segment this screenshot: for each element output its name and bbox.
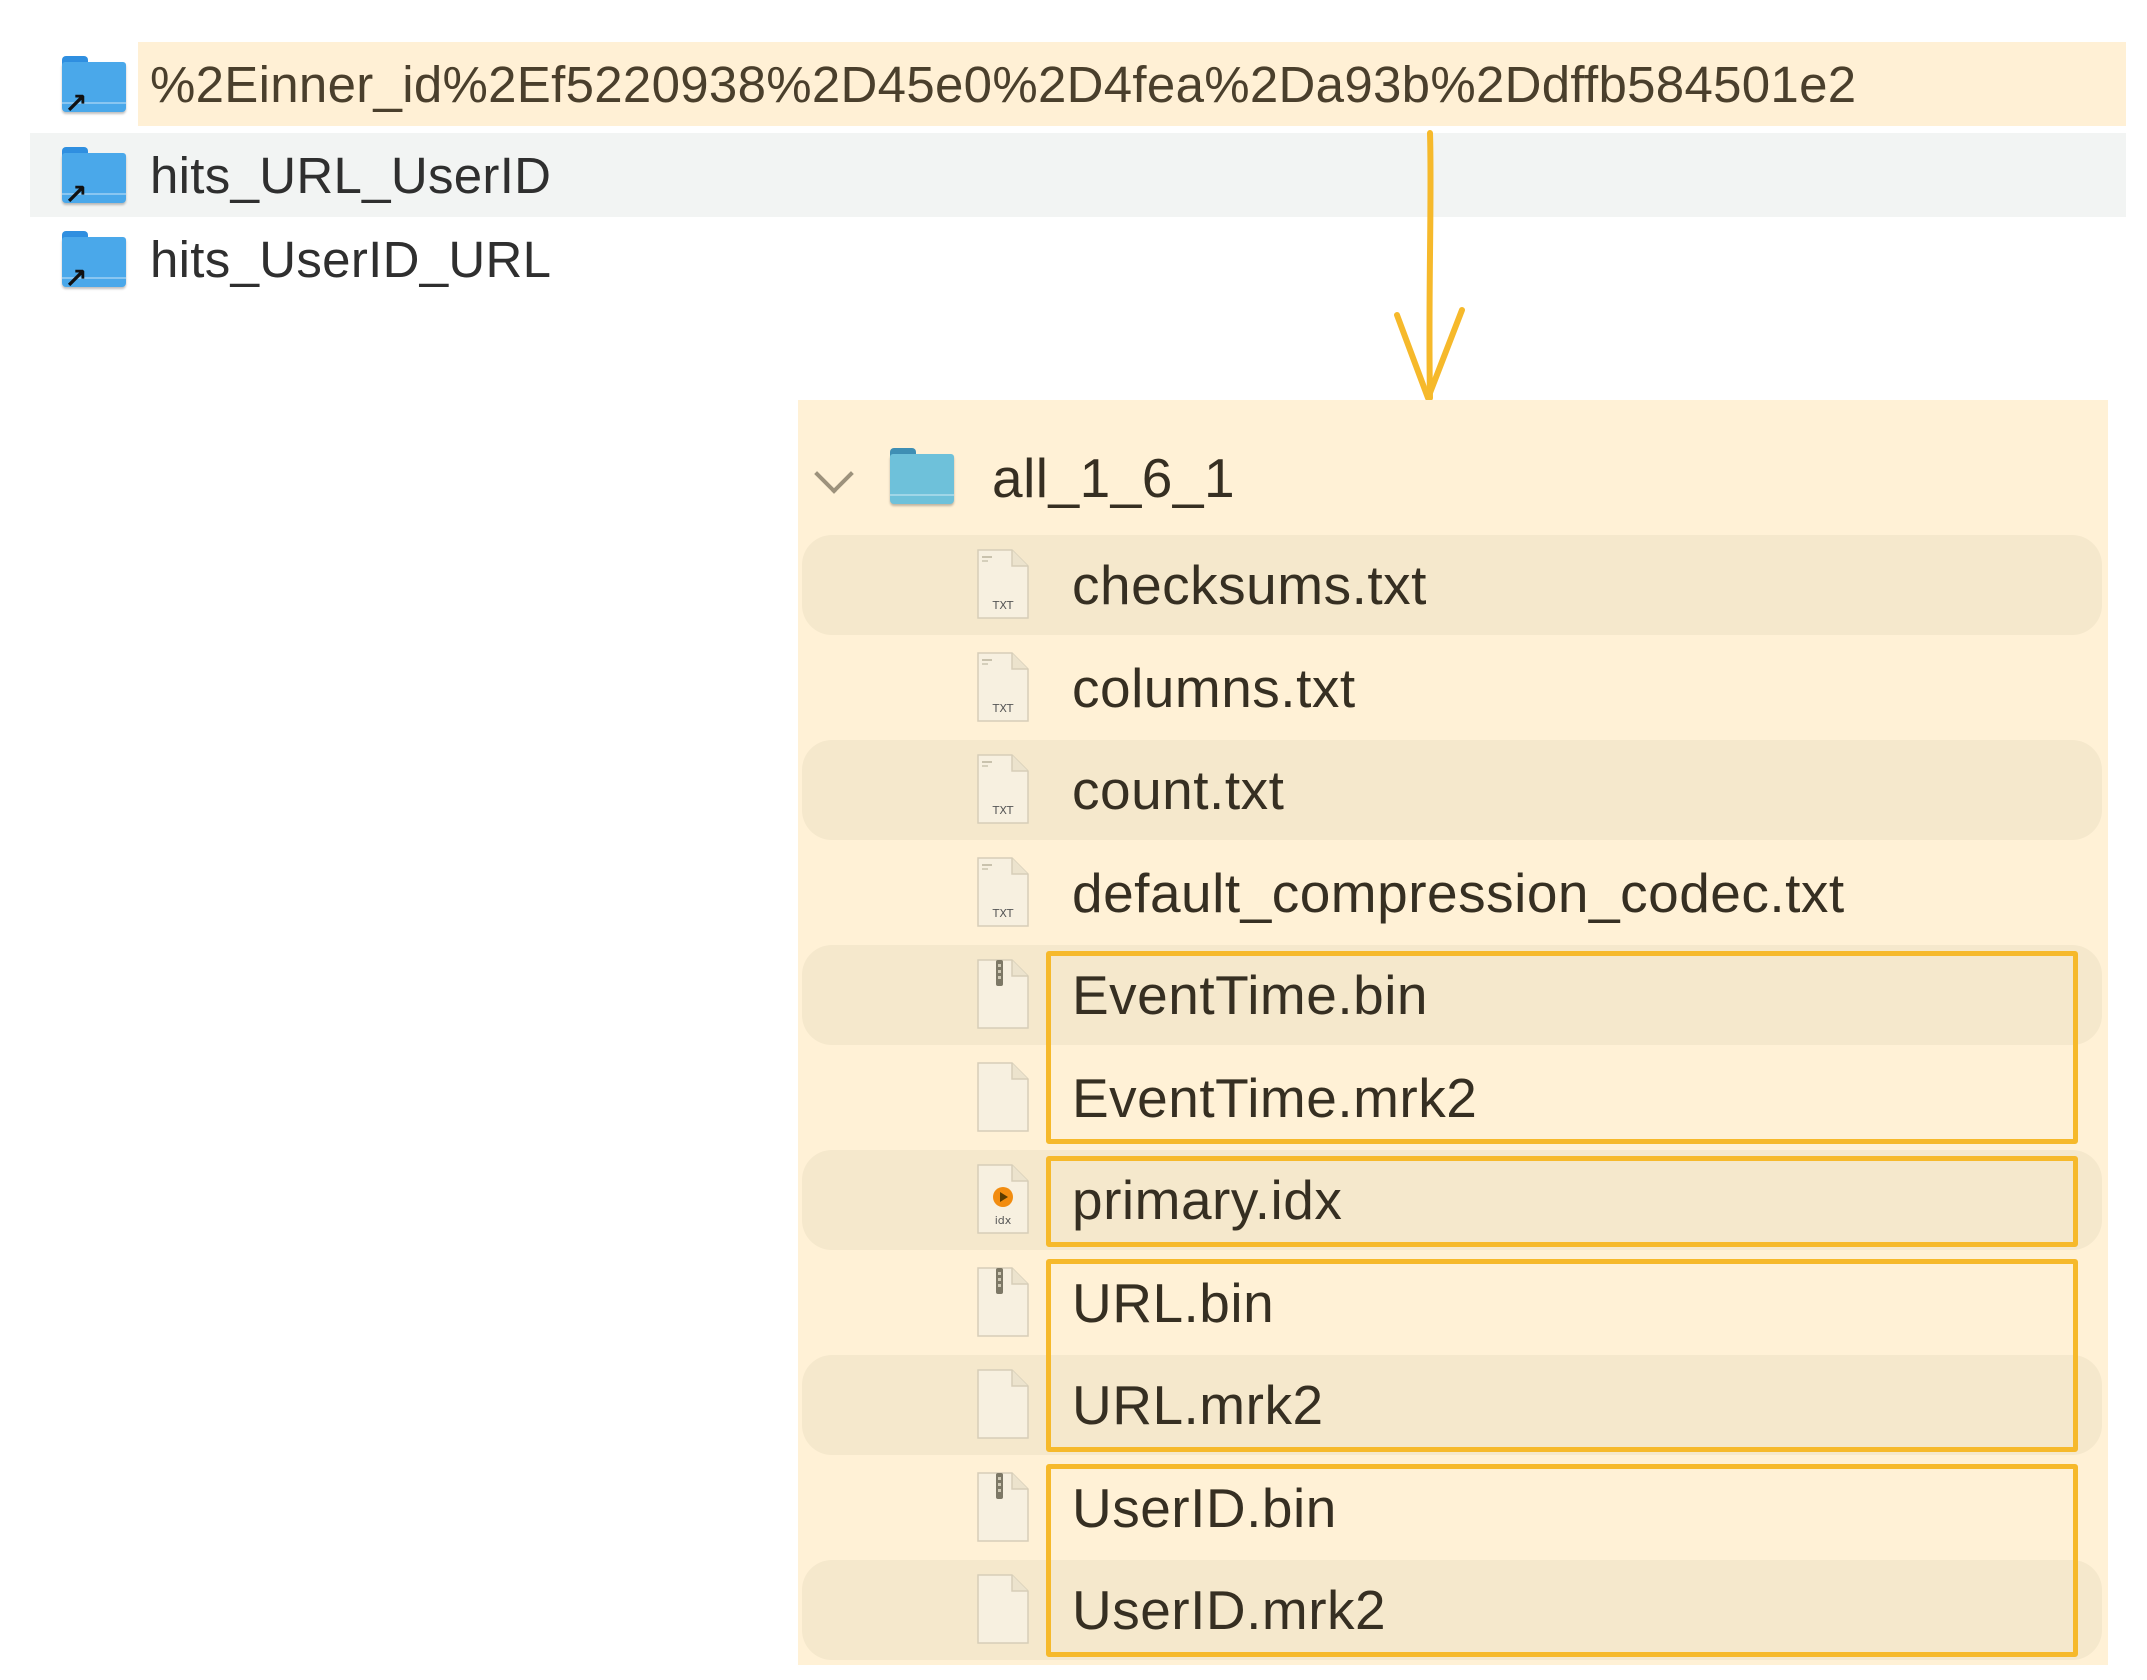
row-hover-background (30, 133, 2126, 217)
folder-name: hits_URL_UserID (150, 146, 552, 204)
highlight-box (1046, 1258, 2078, 1452)
file-name: columns.txt (1072, 656, 1356, 719)
chevron-down-icon[interactable] (814, 454, 854, 494)
archive-file-icon (974, 1471, 1032, 1545)
txt-file-icon: TXT (974, 753, 1032, 827)
file-row[interactable]: UserID.bin (802, 1458, 2102, 1558)
blank-file-icon (974, 1368, 1032, 1442)
highlight-box (1046, 951, 2078, 1144)
folder-list-item[interactable]: ↗ %2Einner_id%2Ef5220938%2D45e0%2D4fea%2D… (30, 42, 2126, 126)
file-type-label: TXT (992, 906, 1014, 920)
txt-file-icon: TXT (974, 548, 1032, 622)
folder-list-item[interactable]: ↗ hits_URL_UserID (30, 133, 2126, 217)
file-row[interactable]: TXT default_compression_codec.txt (802, 843, 2102, 943)
alias-arrow-icon: ↗ (64, 263, 88, 294)
file-row[interactable]: EventTime.bin (802, 945, 2102, 1045)
file-row[interactable]: TXT columns.txt (802, 638, 2102, 738)
alias-arrow-icon: ↗ (64, 179, 88, 210)
file-name: EventTime.bin (1072, 964, 1428, 1026)
folder-alias-icon: ↗ (62, 56, 126, 118)
file-type-label: idx (994, 1214, 1012, 1227)
file-name: checksums.txt (1072, 554, 1427, 616)
file-type-label: TXT (992, 599, 1014, 612)
file-row[interactable]: TXT count.txt (802, 740, 2102, 840)
file-type-label: TXT (992, 701, 1014, 715)
folder-alias-icon: ↗ (62, 147, 126, 209)
arrow-head (1394, 307, 1465, 401)
alias-arrow-icon: ↗ (64, 88, 88, 119)
folder-alias-icon: ↗ (62, 231, 126, 293)
idx-file-icon: idx (974, 1163, 1032, 1237)
file-row[interactable]: EventTime.mrk2 (802, 1048, 2102, 1148)
file-row[interactable]: TXT checksums.txt (802, 535, 2102, 635)
file-row[interactable]: URL.mrk2 (802, 1355, 2102, 1455)
file-row[interactable]: URL.bin (802, 1253, 2102, 1353)
archive-file-icon (974, 1266, 1032, 1340)
file-name: URL.bin (1072, 1271, 1275, 1334)
file-name: UserID.bin (1072, 1476, 1337, 1539)
blank-file-icon (974, 1061, 1032, 1135)
folder-name[interactable]: all_1_6_1 (992, 447, 1236, 509)
file-name: count.txt (1072, 759, 1285, 821)
highlight-box (1046, 1156, 2078, 1247)
blank-file-icon (974, 1573, 1032, 1647)
file-name: primary.idx (1072, 1169, 1343, 1231)
file-name: EventTime.mrk2 (1072, 1066, 1478, 1129)
txt-file-icon: TXT (974, 856, 1032, 930)
file-row[interactable]: idx primary.idx (802, 1150, 2102, 1250)
txt-file-icon: TXT (974, 651, 1032, 725)
file-name: UserID.mrk2 (1072, 1579, 1387, 1641)
file-row[interactable]: UserID.mrk2 (802, 1560, 2102, 1660)
archive-file-icon (974, 958, 1032, 1032)
folder-name: hits_UserID_URL (150, 230, 552, 288)
file-name: URL.mrk2 (1072, 1374, 1324, 1436)
file-name: default_compression_codec.txt (1072, 861, 1845, 924)
highlight-box (1046, 1463, 2078, 1657)
folder-icon (890, 448, 954, 504)
folder-name: %2Einner_id%2Ef5220938%2D45e0%2D4fea%2Da… (150, 55, 1857, 113)
folder-list-item[interactable]: ↗ hits_UserID_URL (30, 217, 2126, 301)
highlight-background (138, 42, 2126, 126)
file-type-label: TXT (992, 804, 1014, 817)
